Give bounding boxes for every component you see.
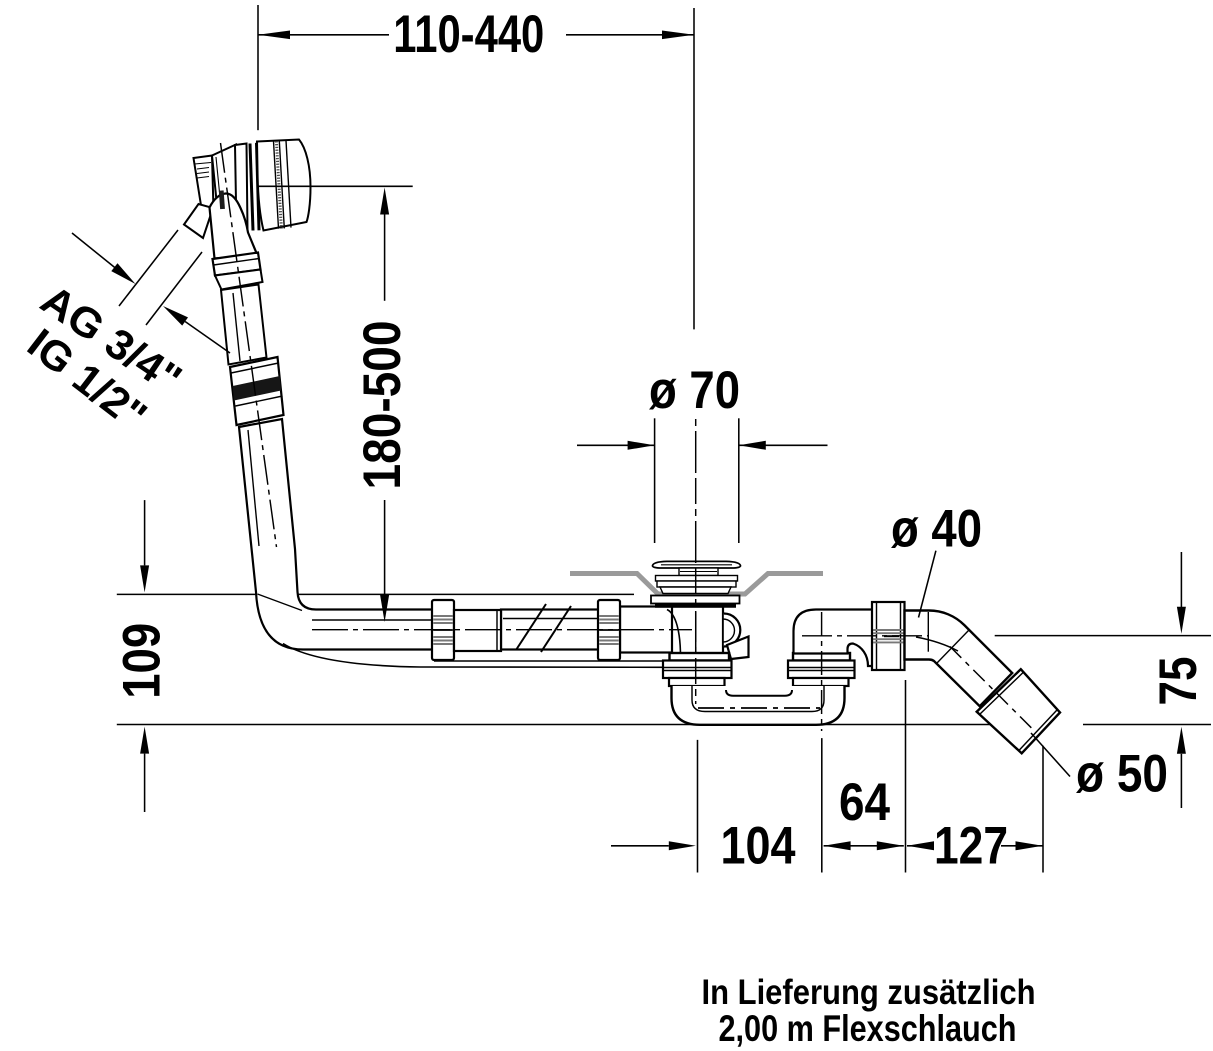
svg-text:75: 75 [1149,657,1208,706]
svg-text:64: 64 [839,773,890,832]
svg-text:ø 50: ø 50 [1076,745,1168,804]
svg-text:110-440: 110-440 [393,5,544,64]
svg-text:ø 40: ø 40 [891,499,982,558]
svg-text:180-500: 180-500 [353,321,412,490]
svg-text:127: 127 [934,816,1008,875]
svg-text:109: 109 [112,623,171,699]
svg-text:ø 70: ø 70 [649,361,740,420]
svg-text:In Lieferung zusätzlich: In Lieferung zusätzlich [702,973,1036,1012]
svg-text:104: 104 [721,816,796,875]
svg-text:2,00 m Flexschlauch: 2,00 m Flexschlauch [719,1008,1017,1049]
